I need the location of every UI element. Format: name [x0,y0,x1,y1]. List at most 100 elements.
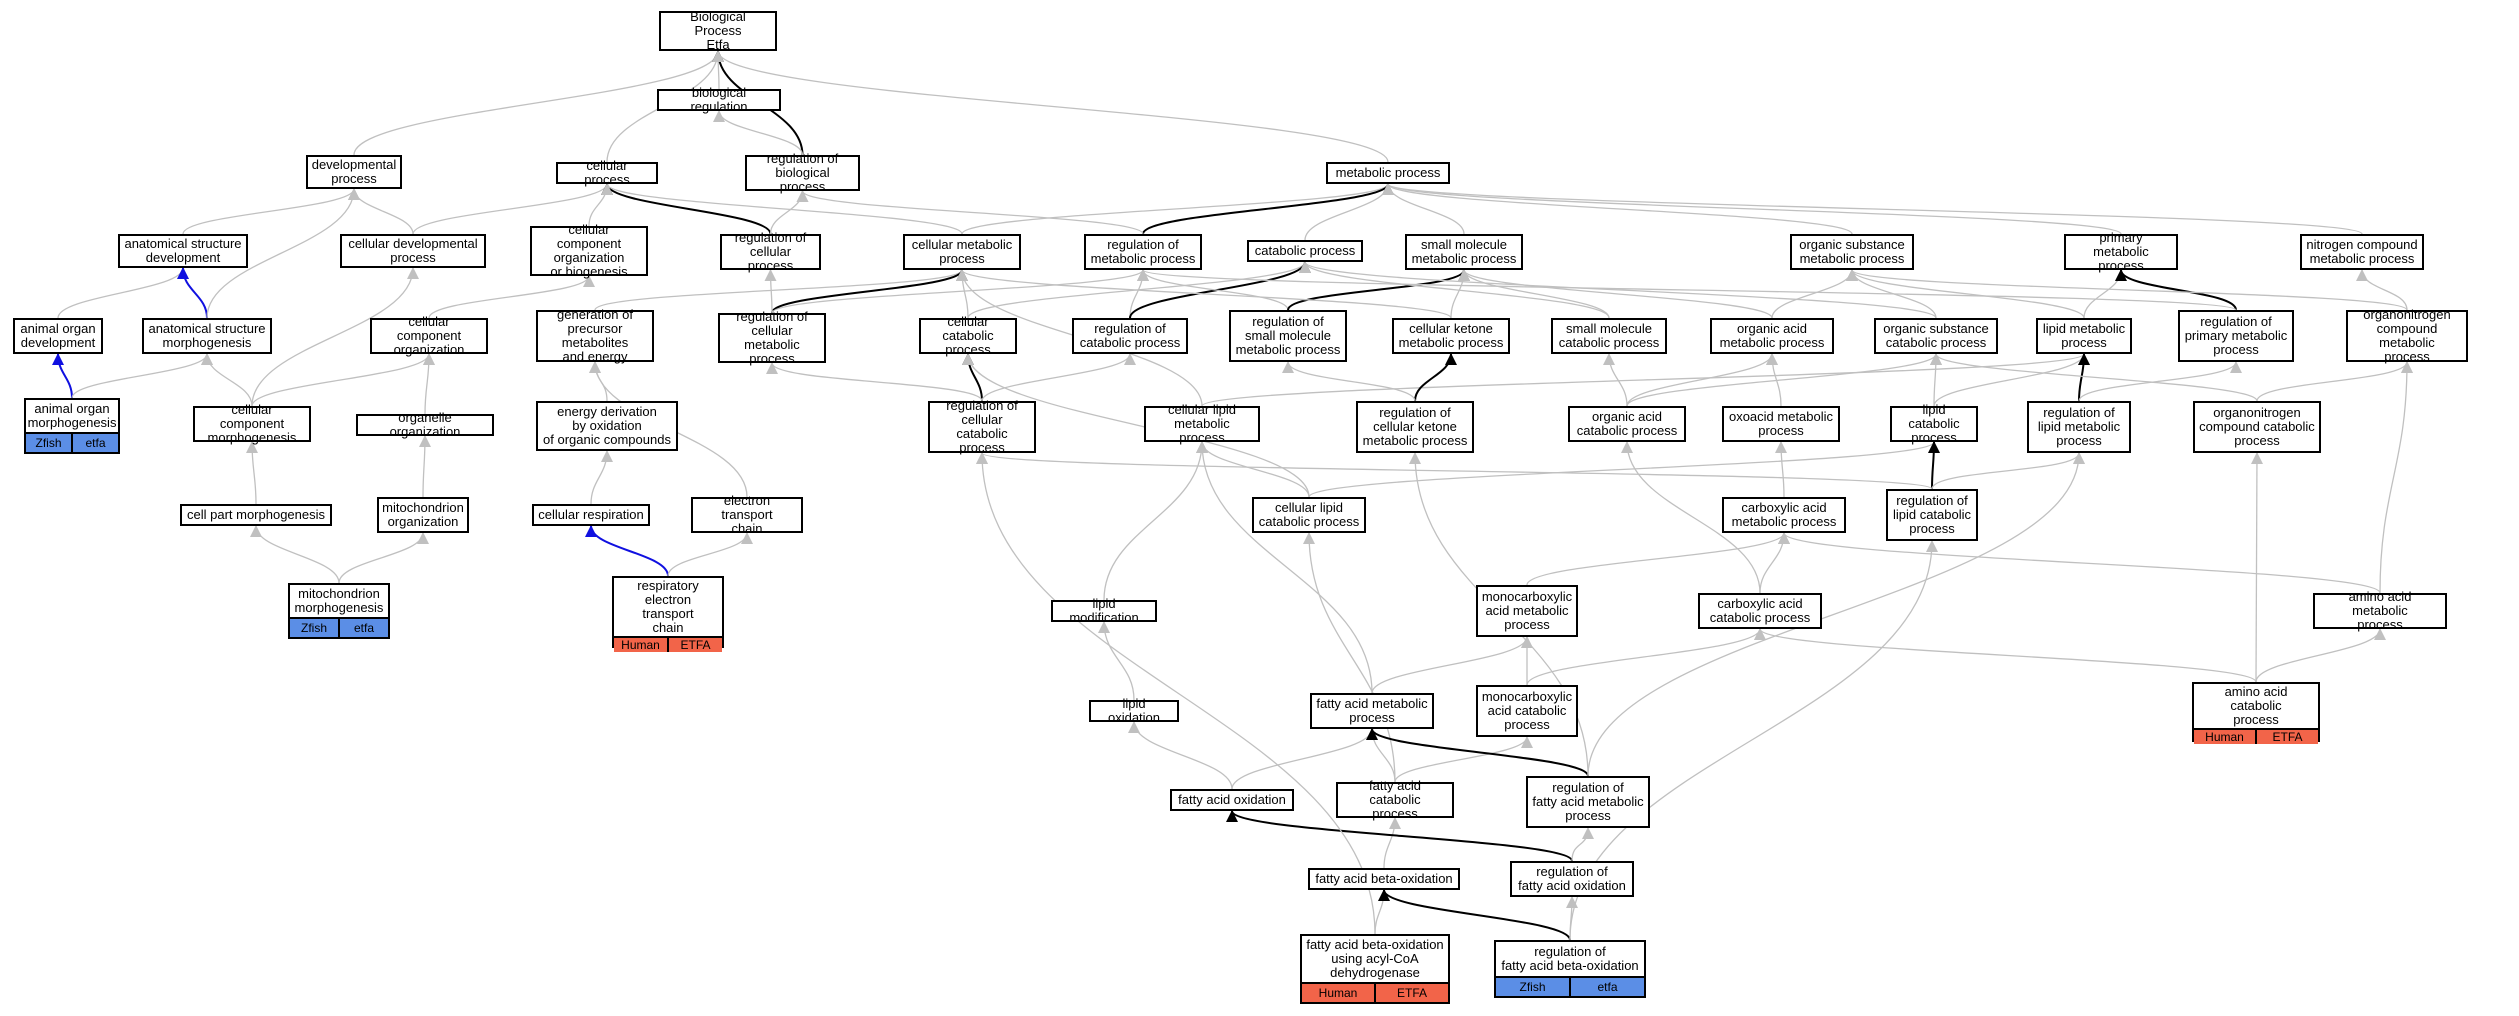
node-organelle-organization[interactable]: organelle organization [356,411,494,439]
node-regulation-of-cellular-metabolic-process[interactable]: regulation of cellular metabolic process [718,310,826,366]
node-regulation-of-small-molecule-metabolic-process[interactable]: regulation of small molecule metabolic p… [1229,310,1347,362]
node-regulation-of-cellular-process[interactable]: regulation of cellular process [720,231,821,273]
node-fatty-acid-oxidation[interactable]: fatty acid oxidation [1170,789,1294,811]
node-anatomical-structure-development[interactable]: anatomical structure development [118,234,248,268]
node-organic-substance-catabolic-process[interactable]: organic substance catabolic process [1874,318,1998,354]
node-monocarboxylic-acid-metabolic-process[interactable]: monocarboxylic acid metabolic process [1476,585,1578,637]
edge-amino-acid-catabolic-process-to-amino-acid-metabolic-process [2255,628,2386,683]
node-nitrogen-compound-metabolic-process[interactable]: nitrogen compound metabolic process [2300,234,2424,270]
node-regulation-of-lipid-metabolic-process[interactable]: regulation of lipid metabolic process [2027,401,2131,453]
edge-respiratory-electron-transport-chain-to-cellular-respiration [585,525,669,577]
node-energy-derivation[interactable]: energy derivation by oxidation of organi… [536,401,678,451]
node-biological-regulation[interactable]: biological regulation [657,86,781,114]
node-anatomical-structure-morphogenesis[interactable]: anatomical structure morphogenesis [142,318,272,354]
node-organic-substance-metabolic-process[interactable]: organic substance metabolic process [1790,234,1914,270]
gene-tag: etfa [71,434,118,452]
node-carboxylic-acid-catabolic-process[interactable]: carboxylic acid catabolic process [1698,593,1822,629]
edge-organic-acid-catabolic-process-to-organic-acid-metabolic-process [1626,353,1778,407]
node-regulation-of-catabolic-process[interactable]: regulation of catabolic process [1072,318,1188,354]
node-cell-part-morphogenesis[interactable]: cell part morphogenesis [180,504,332,526]
edge-cellular-metabolic-process-to-cellular-process [601,183,963,235]
node-regulation-of-cellular-ketone-metabolic-process[interactable]: regulation of cellular ketone metabolic … [1356,401,1474,453]
gene-tag: ETFA [2255,730,2318,744]
node-cellular-component-organization-or-biogenesis[interactable]: cellular component organization or bioge… [530,223,648,279]
node-mitochondrion-organization[interactable]: mitochondrion organization [377,497,469,533]
edge-lipid-catabolic-process-to-organic-substance-catabolic-process [1929,353,1942,407]
node-lipid-metabolic-process[interactable]: lipid metabolic process [2036,318,2132,354]
edge-fatty-acid-oxidation-to-lipid-oxidation [1128,721,1233,790]
edge-lipid-catabolic-process-to-lipid-metabolic-process [1933,353,2090,407]
node-fatty-acid-beta-oxidation-acyl-coa[interactable]: fatty acid beta-oxidation using acyl-CoA… [1300,934,1450,1004]
node-catabolic-process[interactable]: catabolic process [1247,240,1363,262]
edge-lipid-metabolic-process-to-primary-metabolic-process [2083,269,2127,319]
edge-amino-acid-catabolic-process-to-carboxylic-acid-catabolic-process [1754,628,2257,683]
species-tag: Human [2194,730,2255,744]
node-organic-acid-metabolic-process[interactable]: organic acid metabolic process [1710,318,1834,354]
node-small-molecule-metabolic-process[interactable]: small molecule metabolic process [1405,234,1523,270]
node-lipid-catabolic-process[interactable]: lipid catabolic process [1890,403,1978,445]
edge-regulation-of-cellular-ketone-metabolic-process-to-cellular-ketone-metabolic-process [1414,353,1457,402]
node-cellular-lipid-metabolic-process[interactable]: cellular lipid metabolic process [1144,403,1260,445]
edge-fatty-acid-metabolic-process-to-monocarboxylic-acid-metabolic-process [1371,636,1533,694]
node-lipid-modification[interactable]: lipid modification [1051,597,1157,625]
node-monocarboxylic-acid-catabolic-process[interactable]: monocarboxylic acid catabolic process [1476,685,1578,737]
node-metabolic-process[interactable]: metabolic process [1326,162,1450,184]
node-cellular-catabolic-process[interactable]: cellular catabolic process [919,315,1017,357]
node-cellular-component-morphogenesis[interactable]: cellular component morphogenesis [193,403,311,445]
node-carboxylic-acid-metabolic-process[interactable]: carboxylic acid metabolic process [1722,497,1846,533]
node-cellular-ketone-metabolic-process[interactable]: cellular ketone metabolic process [1392,318,1510,354]
node-regulation-of-lipid-catabolic-process[interactable]: regulation of lipid catabolic process [1886,489,1978,541]
node-cellular-lipid-catabolic-process[interactable]: cellular lipid catabolic process [1252,497,1366,533]
edge-organonitrogen-compound-catabolic-process-to-organic-substance-catabolic-process [1930,353,2258,402]
node-root[interactable]: Biological Process Etfa [659,10,777,52]
node-oxoacid-metabolic-process[interactable]: oxoacid metabolic process [1722,406,1840,442]
node-cellular-component-organization[interactable]: cellular component organization [370,315,488,357]
edge-regulation-of-fatty-acid-metabolic-process-to-regulation-of-lipid-metabolic-process [1587,452,2085,777]
edge-regulation-of-lipid-metabolic-process-to-regulation-of-primary-metabolic-process [2078,361,2242,402]
node-small-molecule-catabolic-process[interactable]: small molecule catabolic process [1551,318,1667,354]
edge-organic-acid-metabolic-process-to-small-molecule-metabolic-process [1458,269,1773,319]
node-primary-metabolic-process[interactable]: primary metabolic process [2064,231,2178,273]
node-regulation-of-fatty-acid-metabolic-process[interactable]: regulation of fatty acid metabolic proce… [1526,776,1650,828]
node-organonitrogen-compound-catabolic-process[interactable]: organonitrogen compound catabolic proces… [2193,401,2321,453]
edge-organic-acid-catabolic-process-to-organic-substance-catabolic-process [1626,353,1942,407]
node-organonitrogen-compound-metabolic-process[interactable]: organonitrogen compound metabolic proces… [2346,308,2468,364]
edge-regulation-of-cellular-metabolic-process-to-regulation-of-metabolic-process [771,269,1149,314]
edge-small-molecule-catabolic-process-to-catabolic-process [1299,261,1610,319]
node-electron-transport-chain[interactable]: electron transport chain [691,494,803,536]
node-cellular-developmental-process[interactable]: cellular developmental process [340,234,486,268]
node-animal-organ-development[interactable]: animal organ development [13,318,103,354]
node-fatty-acid-metabolic-process[interactable]: fatty acid metabolic process [1310,693,1434,729]
node-fatty-acid-catabolic-process[interactable]: fatty acid catabolic process [1336,779,1454,821]
node-regulation-of-cellular-catabolic-process[interactable]: regulation of cellular catabolic process [928,399,1036,455]
edge-carboxylic-acid-metabolic-process-to-oxoacid-metabolic-process [1775,441,1788,498]
node-regulation-of-biological-process[interactable]: regulation of biological process [745,152,860,194]
edge-metabolic-process-to-root [712,50,1389,163]
node-organic-acid-catabolic-process[interactable]: organic acid catabolic process [1568,406,1686,442]
node-developmental-process[interactable]: developmental process [306,155,402,189]
node-cellular-respiration[interactable]: cellular respiration [532,504,650,526]
node-lipid-oxidation[interactable]: lipid oxidation [1089,697,1179,725]
node-generation-of-precursor-metabolites[interactable]: generation of precursor metabolites and … [536,308,654,364]
node-cellular-metabolic-process[interactable]: cellular metabolic process [903,234,1021,270]
edge-fatty-acid-beta-oxidation-acyl-coa-to-regulation-of-cellular-catabolic-process [976,452,1376,935]
edge-nitrogen-compound-metabolic-process-to-metabolic-process [1382,183,2363,235]
node-regulation-of-primary-metabolic-process[interactable]: regulation of primary metabolic process [2178,310,2294,362]
node-fatty-acid-beta-oxidation[interactable]: fatty acid beta-oxidation [1308,868,1460,890]
edge-regulation-of-fatty-acid-beta-oxidation-to-fatty-acid-beta-oxidation [1378,889,1571,941]
edge-fatty-acid-catabolic-process-to-cellular-lipid-catabolic-process [1303,532,1396,783]
node-cellular-process[interactable]: cellular process [556,159,658,187]
node-regulation-of-fatty-acid-oxidation[interactable]: regulation of fatty acid oxidation [1510,861,1634,897]
node-amino-acid-metabolic-process[interactable]: amino acid metabolic process [2313,590,2447,632]
edge-animal-organ-morphogenesis-to-animal-organ-development [52,353,73,399]
node-regulation-of-metabolic-process[interactable]: regulation of metabolic process [1084,234,1202,270]
